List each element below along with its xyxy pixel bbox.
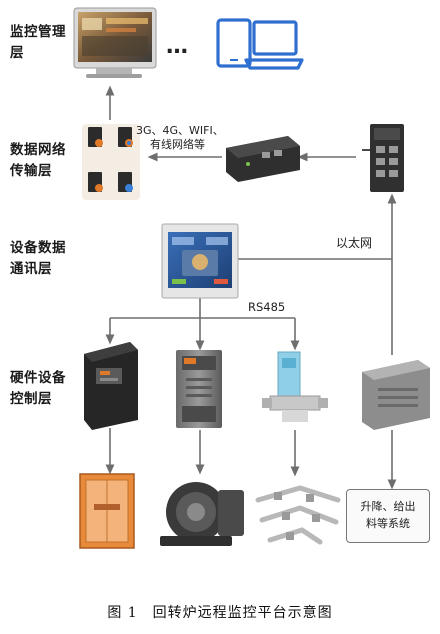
gateway-router-icon	[226, 136, 300, 182]
lift-system-line2: 料等系统	[366, 517, 410, 530]
network-types-label: 3G、4G、WIFI、 有线网络等	[136, 124, 224, 151]
remote-devices-icon	[216, 18, 304, 70]
flow-controller-icon	[262, 351, 328, 422]
gas-pipeline-icon	[255, 485, 341, 545]
ellipsis-text: …	[166, 34, 192, 59]
figure-caption: 图 1 回转炉远程监控平台示意图	[107, 605, 333, 621]
furnace-cabinet-icon	[79, 473, 135, 549]
ethernet-label: 以太网	[336, 236, 373, 250]
server-cluster-icon	[82, 124, 140, 200]
rs485-label: RS485	[248, 300, 286, 314]
connection-lines	[105, 85, 397, 490]
servo-drive-icon	[176, 350, 222, 428]
layer-label-hardware: 硬件设备 控制层	[10, 370, 66, 407]
lift-feed-system-box: 升降、给出 料等系统	[346, 489, 430, 543]
plc-controller-icon	[362, 360, 430, 430]
rotary-motor-icon	[160, 482, 244, 546]
pipeline-valves-icon	[274, 492, 320, 540]
frequency-converter-icon	[84, 342, 138, 430]
layer-label-monitoring: 监控管理 层	[10, 24, 66, 61]
lift-system-line1: 升降、给出	[360, 500, 416, 513]
hmi-panel-icon	[161, 223, 239, 299]
layer-label-network: 数据网络 传输层	[10, 142, 66, 179]
ethernet-switch-icon	[362, 124, 404, 192]
layer-label-device-comm: 设备数据 通讯层	[10, 240, 66, 277]
monitor-pc-icon	[73, 7, 157, 78]
